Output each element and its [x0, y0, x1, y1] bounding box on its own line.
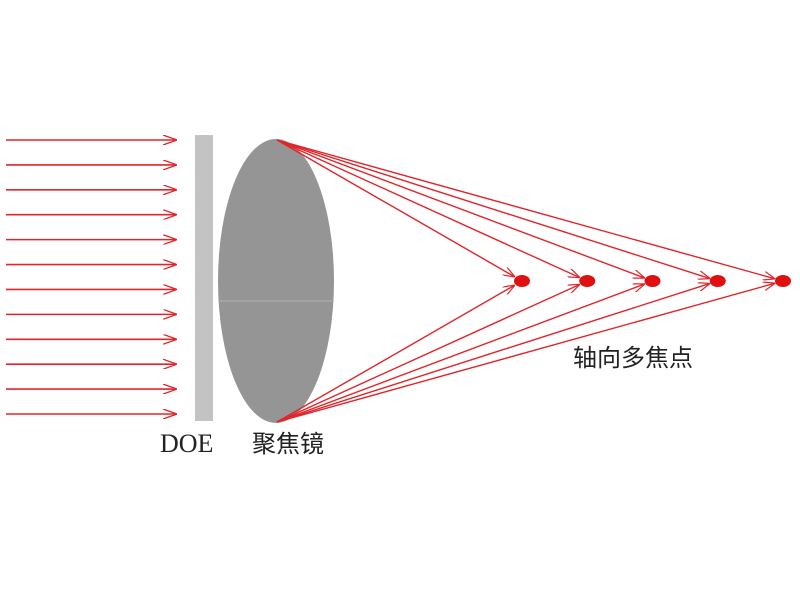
focused-ray-arrow — [276, 285, 579, 423]
focused-ray-group — [276, 139, 774, 423]
focused-ray-arrow — [276, 286, 514, 423]
focal-point-group — [514, 275, 791, 287]
incoming-beam-group — [6, 140, 176, 414]
focused-ray-arrow — [276, 283, 774, 423]
focused-ray-arrow — [276, 284, 709, 423]
focal-point — [709, 275, 726, 287]
focused-ray-arrow — [276, 139, 644, 278]
focusing-lens-label: 聚焦镜 — [252, 430, 324, 458]
focused-ray-arrow — [276, 139, 514, 277]
doe-plate — [195, 135, 213, 421]
focused-ray-arrow — [276, 139, 709, 278]
focused-ray-arrow — [276, 139, 774, 279]
focal-point — [514, 275, 530, 287]
axial-multifocus-label: 轴向多焦点 — [573, 344, 693, 372]
focusing-lens — [218, 139, 334, 423]
focal-point — [579, 275, 596, 287]
focused-ray-arrow — [276, 284, 644, 423]
doe-label: DOE — [160, 429, 214, 458]
focused-ray-arrow — [276, 139, 579, 277]
focal-point — [644, 275, 661, 287]
focal-point — [775, 275, 791, 287]
